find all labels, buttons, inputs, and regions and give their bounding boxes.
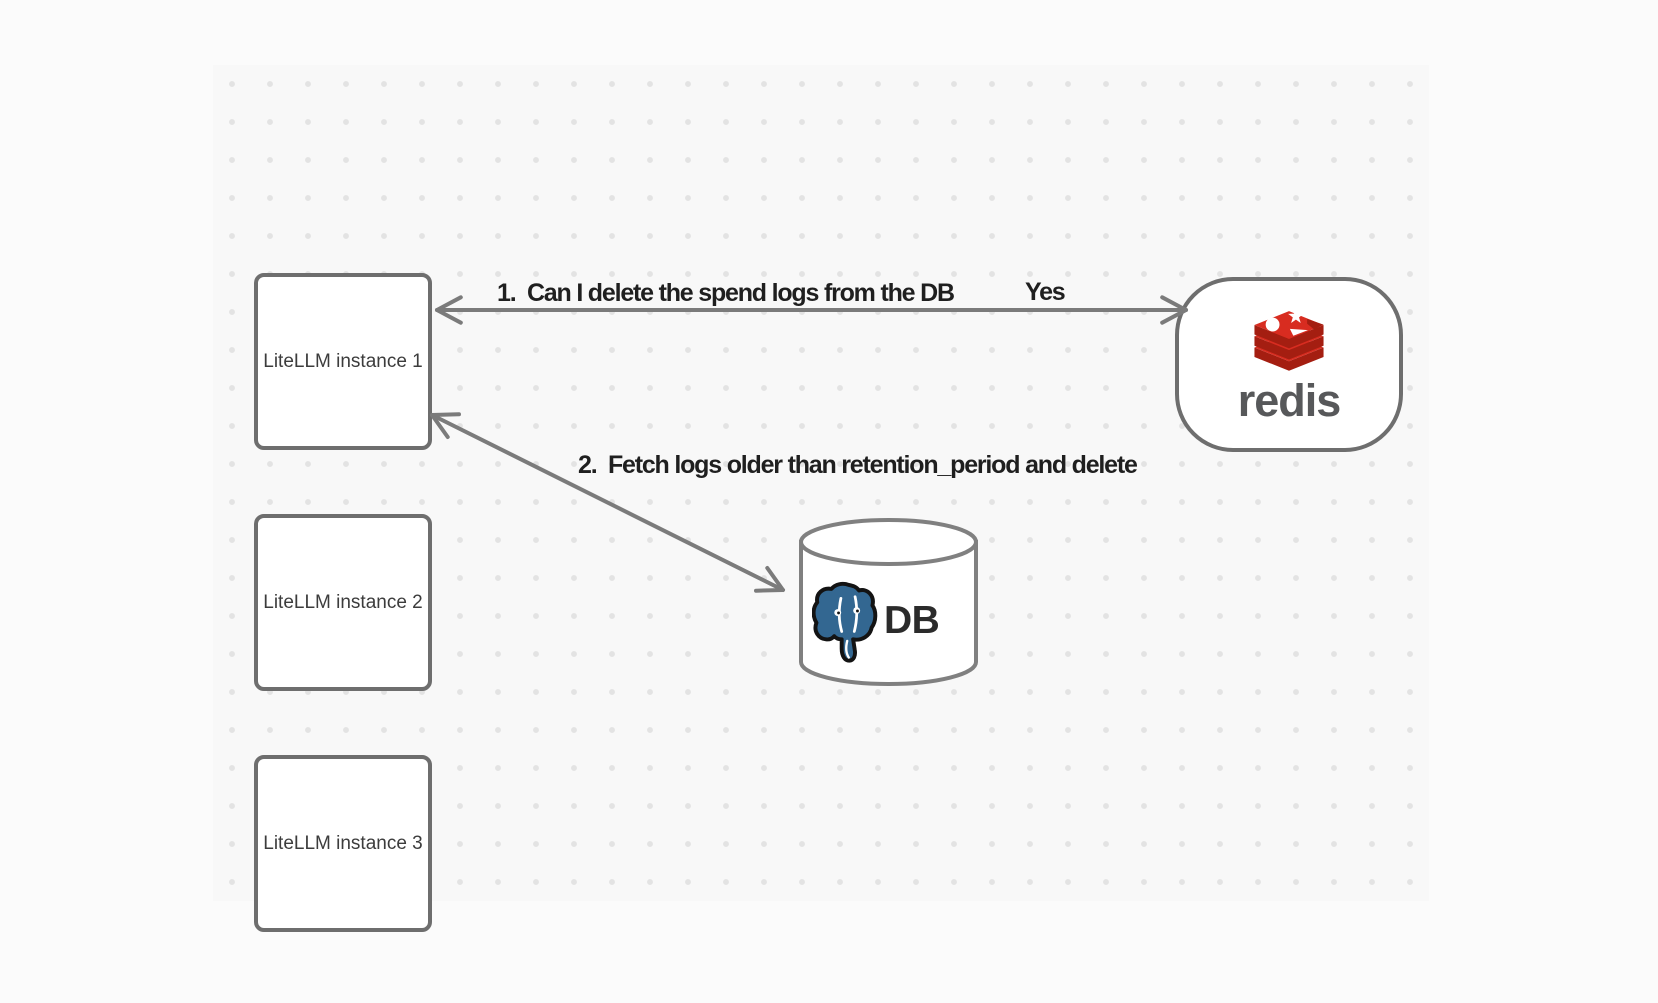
node-litellm-instance-3: LiteLLM instance 3 [254,755,432,932]
redis-node-label: redis [1237,375,1342,426]
edge-litellm-db-arrow [430,412,785,593]
edge-litellm-redis-arrow [435,295,1188,325]
database-node-label: DB [884,599,940,642]
edge2-label: 2. Fetch logs older than retention_perio… [578,451,1138,479]
node-label: LiteLLM instance 2 [263,591,423,613]
redis-logo-icon [1254,308,1324,371]
node-litellm-instance-2: LiteLLM instance 2 [254,514,432,691]
edge1-response-label: Yes [1025,278,1066,306]
node-label: LiteLLM instance 1 [263,350,423,372]
edge1-label: 1. Can I delete the spend logs from the … [497,279,955,307]
node-label: LiteLLM instance 3 [263,832,423,854]
database-cylinder-shape [799,518,978,686]
postgresql-elephant-icon [812,581,878,663]
node-redis: redis [1175,277,1403,452]
node-litellm-instance-1: LiteLLM instance 1 [254,273,432,450]
